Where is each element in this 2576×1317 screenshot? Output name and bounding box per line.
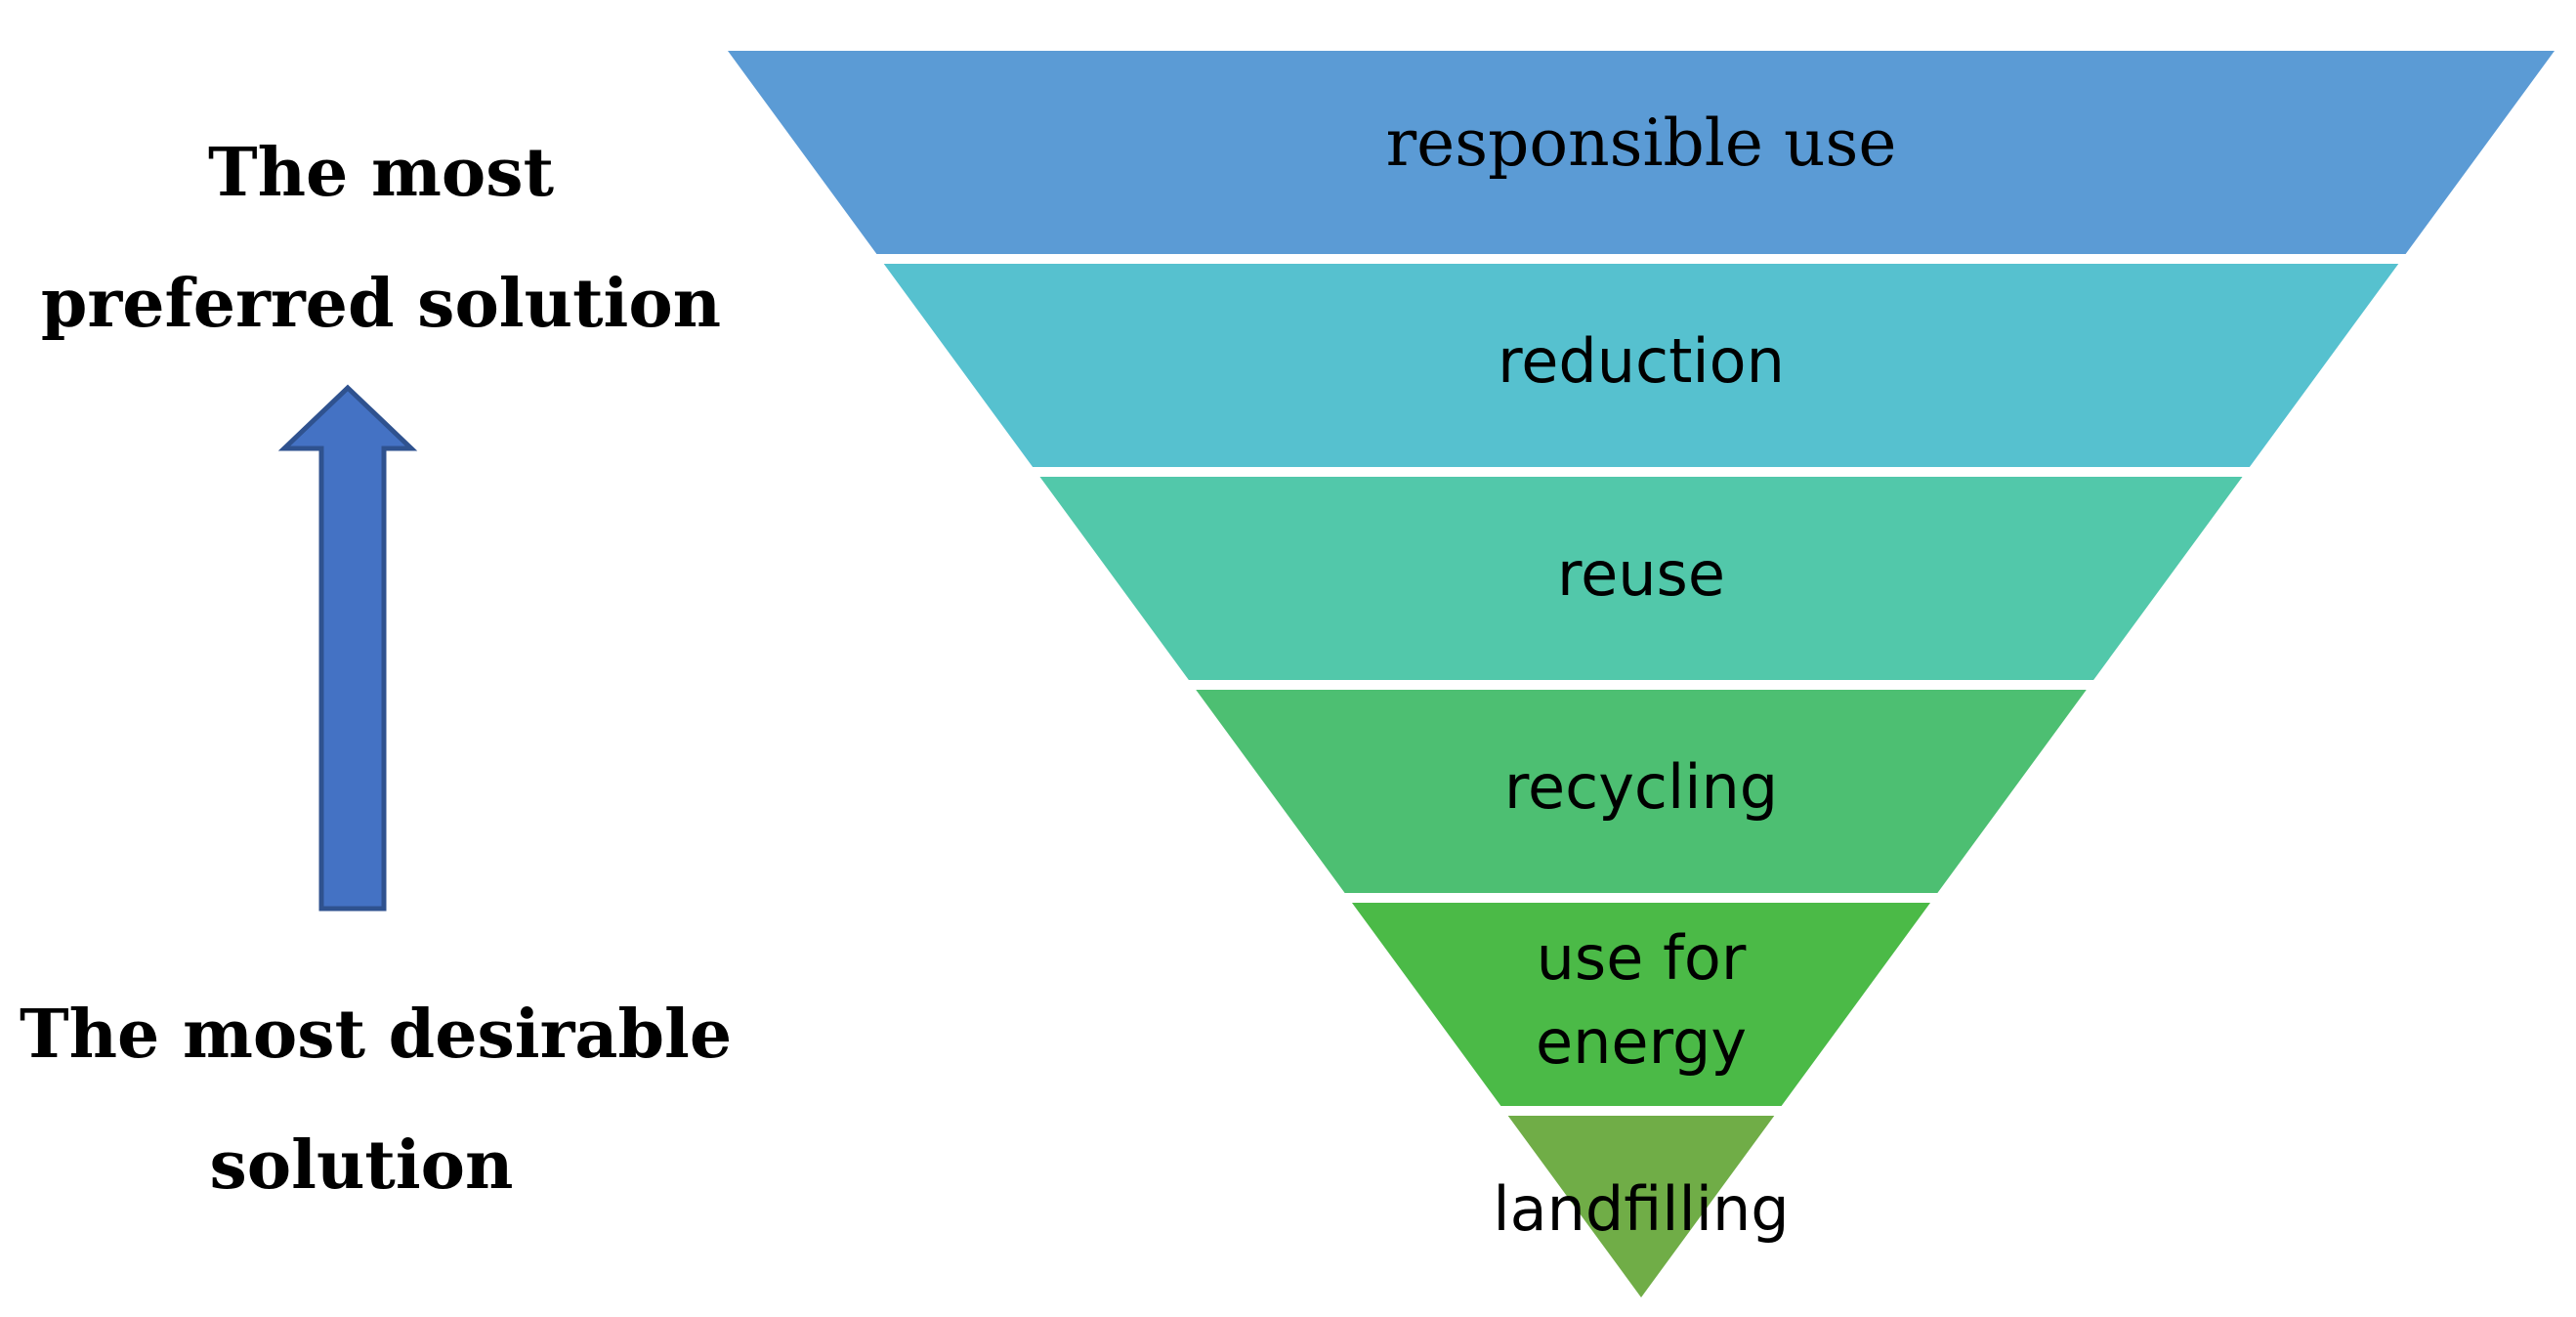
pyramid-layer-5 [1351, 903, 1931, 1106]
pyramid-layer-5-label-line-1: use for [1537, 922, 1747, 994]
pyramid-layer-1-label: responsible use [1386, 106, 1897, 181]
top-label-line-2: preferred solution [40, 265, 722, 343]
pyramid-layer-5-label-line-2: energy [1536, 1006, 1747, 1078]
bottom-label-line-2: solution [209, 1126, 514, 1205]
up-arrow-icon [277, 384, 418, 912]
inverted-pyramid: responsible use reduction reuse recycling us… [728, 51, 2555, 1297]
bottom-label: The most desirable solution [20, 969, 733, 1231]
pyramid-layer-4-label: recycling [1504, 751, 1778, 823]
pyramid-layer-1 [728, 51, 2555, 254]
pyramid-layer-6-label: landfilling [1493, 1173, 1789, 1245]
pyramid-layer-6 [1507, 1116, 1775, 1297]
pyramid-layer-4 [1196, 690, 2087, 893]
pyramid-layer-2 [883, 264, 2399, 467]
top-label: The most preferred solution [39, 107, 723, 369]
bottom-label-line-1: The most desirable [20, 996, 733, 1074]
pyramid-layer-3-label: reuse [1557, 538, 1725, 610]
pyramid-layer-2-label: reduction [1498, 325, 1785, 397]
top-label-line-1: The most [208, 134, 554, 212]
pyramid-layer-3 [1039, 477, 2243, 680]
